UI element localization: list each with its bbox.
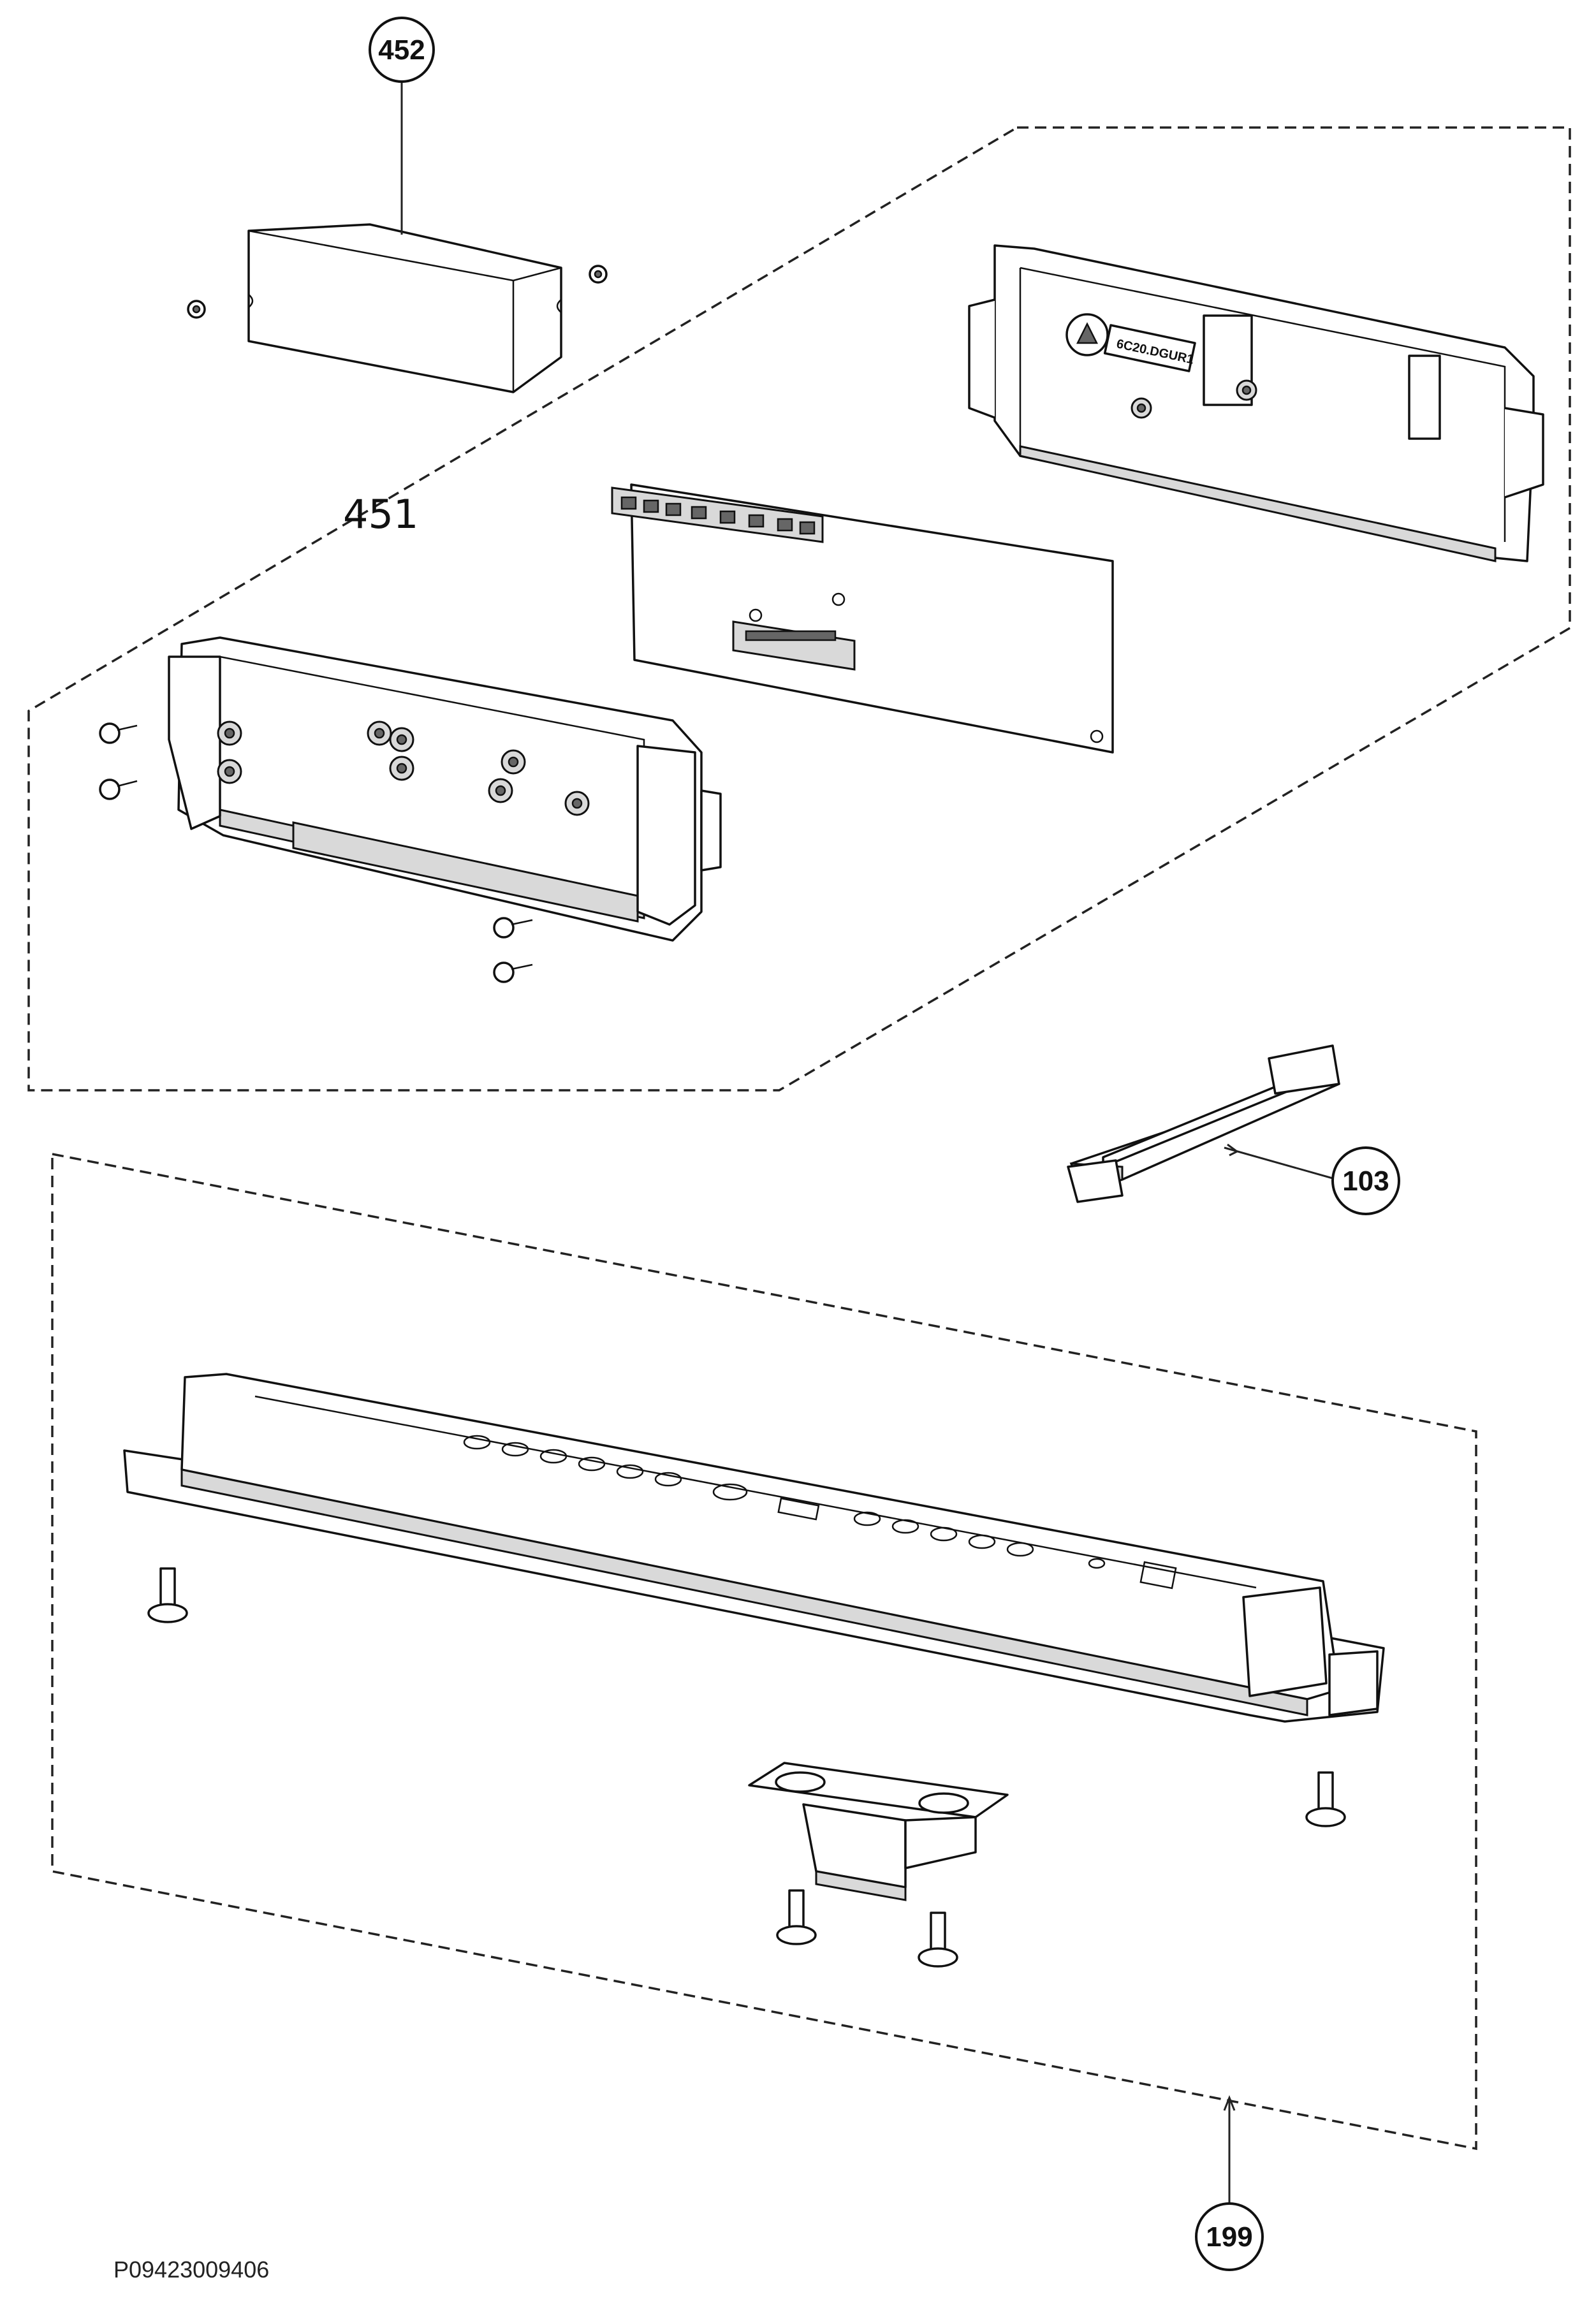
screw-boss-icon <box>488 778 513 803</box>
mounting-bracket <box>748 1762 1009 1901</box>
display-window <box>777 1497 820 1521</box>
screw-icon <box>918 1912 958 1968</box>
leader-103-arrow-icon <box>1227 1143 1239 1157</box>
svg-text:103: 103 <box>1342 1166 1389 1197</box>
screw-boss-icon <box>501 749 526 775</box>
part-452-box <box>247 223 562 393</box>
screw-boss-icon <box>217 720 242 746</box>
control-panel-profile <box>123 1373 1385 1723</box>
callout-103: 103 <box>1331 1146 1400 1215</box>
housing-cover: 6C20.DGUR1 <box>968 244 1544 562</box>
drawing-code: P09423009406 <box>113 2256 269 2283</box>
leader-199-arrow-icon <box>1223 2095 1236 2111</box>
part-103-bracket <box>1067 1044 1340 1203</box>
button-hole-icon <box>463 1435 491 1450</box>
button-hole-icon <box>539 1449 567 1464</box>
screw-nut-icon <box>187 300 206 319</box>
screw-nut-icon <box>589 265 608 284</box>
connector-strip <box>611 486 824 543</box>
screw-icon <box>99 722 138 744</box>
callout-199: 199 <box>1195 2202 1264 2271</box>
button-hole-icon <box>616 1464 644 1479</box>
button-hole-icon <box>891 1519 919 1534</box>
screw-boss-icon <box>217 759 242 784</box>
recycle-symbol-icon <box>1065 313 1109 356</box>
power-switch-window <box>1139 1561 1177 1590</box>
button-hole-icon <box>712 1483 748 1501</box>
circuit-board <box>611 483 1114 754</box>
button-hole-icon <box>501 1442 529 1457</box>
screw-boss-icon <box>389 727 414 752</box>
button-hole-icon <box>1006 1542 1034 1557</box>
screw-icon <box>1305 1771 1346 1827</box>
screw-boss-icon <box>1131 397 1152 419</box>
screw-boss-icon <box>564 791 590 816</box>
group-451-boundary <box>27 126 1571 1092</box>
screw-icon <box>147 1567 188 1623</box>
button-hole-icon <box>654 1472 682 1487</box>
button-hole-icon <box>968 1534 996 1549</box>
leader-103 <box>1224 1146 1333 1180</box>
svg-text:452: 452 <box>378 34 425 66</box>
button-hole-icon <box>930 1526 958 1542</box>
button-hole-icon <box>1088 1558 1106 1569</box>
button-hole-icon <box>578 1456 606 1472</box>
screw-boss-icon <box>367 720 392 746</box>
button-hole-icon <box>853 1511 881 1526</box>
screw-icon <box>99 779 138 800</box>
screw-boss-icon <box>389 756 414 781</box>
screw-boss-icon <box>1236 379 1257 401</box>
screw-icon <box>493 961 533 983</box>
screw-icon <box>493 917 533 939</box>
svg-text:199: 199 <box>1206 2221 1252 2253</box>
header-connector <box>732 620 856 671</box>
group-199-boundary <box>51 1152 1477 2151</box>
electronics-housing <box>168 636 722 942</box>
callout-451-label: 451 <box>343 491 418 537</box>
screw-icon <box>776 1889 817 1945</box>
callout-452: 452 <box>369 17 435 83</box>
